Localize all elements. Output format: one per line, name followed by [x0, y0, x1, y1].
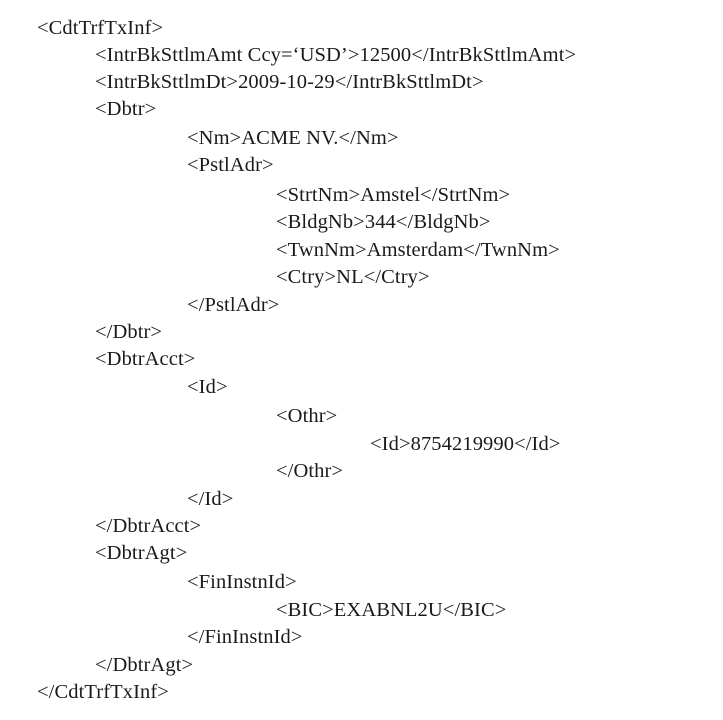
xml-line-twnnm: <TwnNm>Amsterdam</TwnNm> [276, 239, 560, 261]
xml-line-othr-id: <Id>8754219990</Id> [370, 433, 561, 455]
xml-line-fininstnid-close: </FinInstnId> [187, 626, 303, 648]
xml-line-dbtr-close: </Dbtr> [95, 321, 163, 343]
xml-line-intrbksttlmdt: <IntrBkSttlmDt>2009-10-29</IntrBkSttlmDt… [95, 71, 484, 93]
xml-line-strtnm: <StrtNm>Amstel</StrtNm> [276, 184, 511, 206]
xml-line-dbtracct-open: <DbtrAcct> [95, 348, 196, 370]
xml-line-cdttrftxinf-close: </CdtTrfTxInf> [37, 681, 169, 703]
xml-line-pstladr-open: <PstlAdr> [187, 154, 274, 176]
xml-line-fininstnid-open: <FinInstnId> [187, 571, 297, 593]
xml-line-bic: <BIC>EXABNL2U</BIC> [276, 599, 507, 621]
xml-line-othr-open: <Othr> [276, 405, 338, 427]
xml-line-bldgnb: <BldgNb>344</BldgNb> [276, 211, 491, 233]
xml-line-ctry: <Ctry>NL</Ctry> [276, 266, 430, 288]
xml-line-nm: <Nm>ACME NV.</Nm> [187, 127, 399, 149]
xml-line-dbtragt-open: <DbtrAgt> [95, 542, 188, 564]
xml-line-id-open: <Id> [187, 376, 228, 398]
xml-line-pstladr-close: </PstlAdr> [187, 294, 280, 316]
xml-line-dbtr-open: <Dbtr> [95, 98, 157, 120]
xml-line-dbtragt-close: </DbtrAgt> [95, 654, 194, 676]
xml-line-intrbksttlmamt: <IntrBkSttlmAmt Ccy=‘USD’>12500</IntrBkS… [95, 44, 577, 66]
xml-line-cdttrftxinf-open: <CdtTrfTxInf> [37, 17, 164, 39]
xml-line-othr-close: </Othr> [276, 460, 344, 482]
xml-line-id-close: </Id> [187, 488, 234, 510]
xml-line-dbtracct-close: </DbtrAcct> [95, 515, 202, 537]
